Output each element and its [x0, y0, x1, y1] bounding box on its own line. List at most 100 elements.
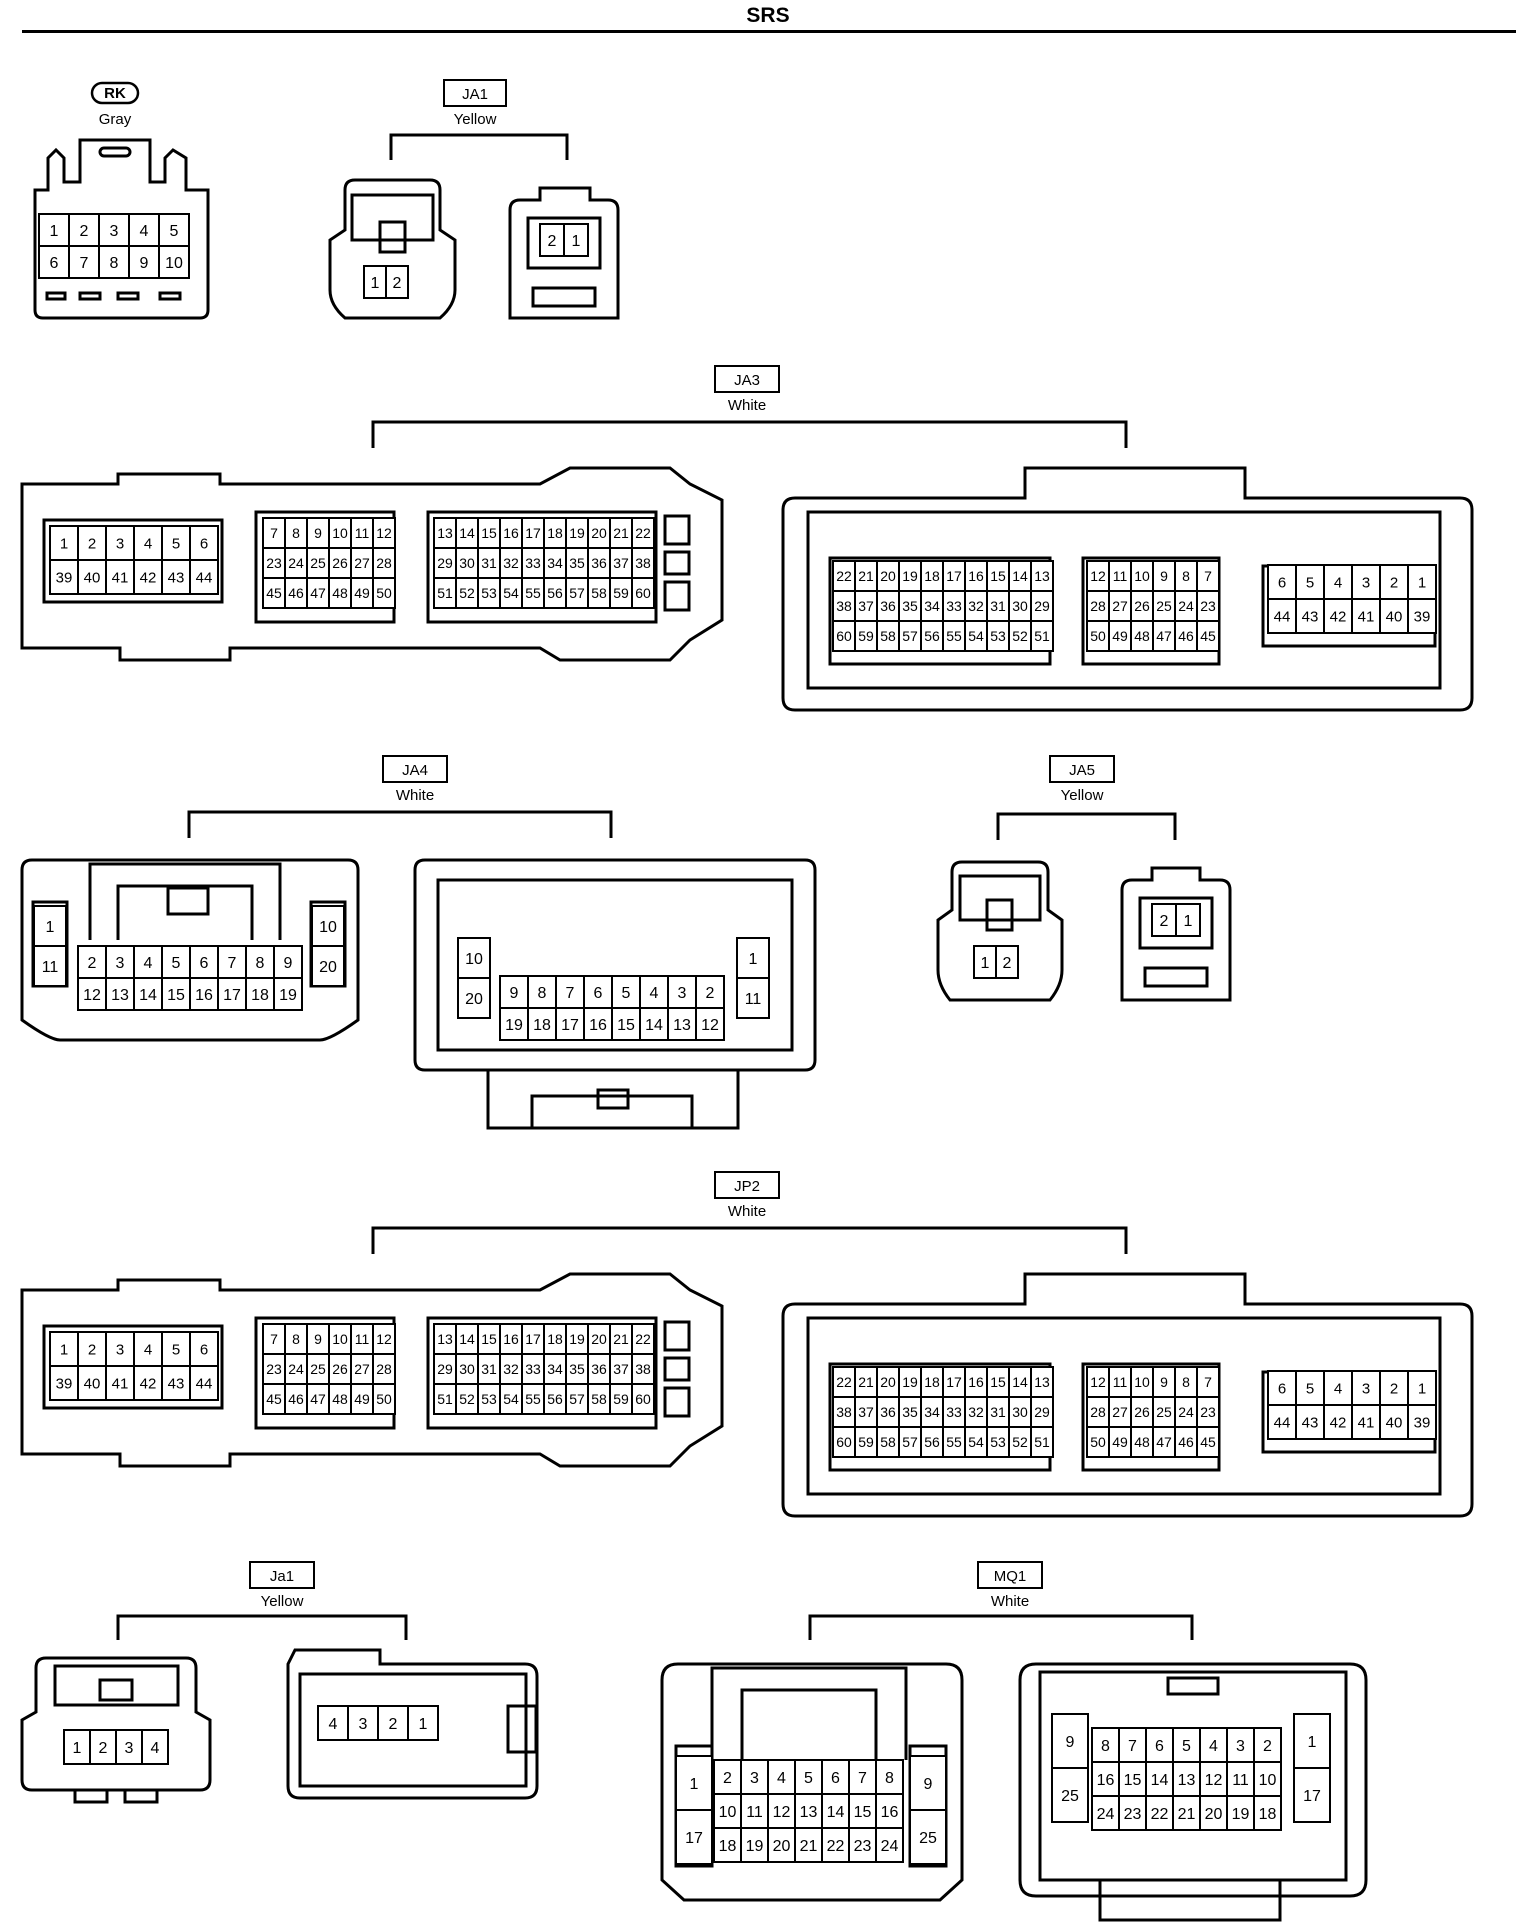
pin-cell: [457, 977, 491, 1019]
pin-number: 20: [591, 1331, 607, 1347]
ja1-code-box: [443, 79, 507, 107]
pin-number: 3: [116, 955, 125, 972]
pin-number: 17: [1303, 1788, 1321, 1805]
pin-number: 30: [459, 555, 475, 571]
pin-number: 28: [376, 1361, 392, 1377]
pin-number: 23: [266, 555, 282, 571]
pin-cell: [105, 559, 135, 595]
pin-cell: [311, 945, 345, 987]
pin-number: 22: [827, 1838, 845, 1855]
pin-number: 39: [1414, 608, 1431, 625]
pin-cell: [161, 1365, 191, 1401]
pin-number: 9: [1160, 568, 1168, 584]
pin-number: 36: [880, 598, 896, 614]
pin-cell: [128, 245, 160, 279]
pin-number: 18: [924, 568, 940, 584]
pin-number: 8: [292, 1331, 300, 1347]
pin-number: 2: [548, 233, 557, 250]
pin-number: 42: [1330, 1414, 1347, 1431]
pin-number: 58: [591, 585, 607, 601]
pin-cell: [631, 577, 655, 609]
jp2-code: JP2: [734, 1178, 760, 1195]
pin-number: 13: [437, 525, 453, 541]
pin-number: 6: [1155, 1738, 1164, 1755]
pin-cell: [407, 1705, 439, 1741]
pin-number: 60: [635, 1391, 651, 1407]
pin-number: 8: [292, 525, 300, 541]
pin-number: 49: [354, 1391, 370, 1407]
pin-number: 9: [314, 525, 322, 541]
pin-number: 12: [376, 1331, 392, 1347]
pin-grid-ja4-right-r: 111: [736, 937, 770, 1019]
pin-number: 47: [310, 1391, 326, 1407]
pin-number: 18: [547, 1331, 563, 1347]
pin-number: 17: [946, 568, 962, 584]
pin-cell: [1172, 1795, 1201, 1831]
pin-cell: [1295, 1370, 1325, 1406]
pin-number: 1: [749, 951, 758, 968]
pin-number: 17: [525, 525, 541, 541]
pin-number: 54: [503, 1391, 519, 1407]
pin-number: 26: [332, 1361, 348, 1377]
pin-number: 8: [1182, 568, 1190, 584]
pin-number: 8: [110, 255, 119, 272]
pin-number: 2: [389, 1716, 398, 1733]
pin-cell: [667, 975, 697, 1009]
pin-number: 52: [1012, 628, 1028, 644]
pin-number: 16: [503, 1331, 519, 1347]
pin-number: 1: [572, 233, 581, 250]
pin-number: 16: [968, 568, 984, 584]
pin-number: 17: [561, 1017, 579, 1034]
pin-cell: [377, 1705, 409, 1741]
pin-cell: [385, 265, 409, 299]
pin-number: 33: [946, 1404, 962, 1420]
pin-number: 6: [1278, 1380, 1286, 1397]
pin-number: 11: [746, 1804, 763, 1821]
pin-number: 6: [1278, 574, 1286, 591]
pin-number: 3: [110, 223, 119, 240]
pin-number: 5: [622, 985, 631, 1002]
pin-cell: [1293, 1767, 1331, 1823]
pin-number: 2: [88, 1341, 96, 1358]
pin-number: 24: [881, 1838, 899, 1855]
pin-number: 27: [354, 555, 370, 571]
pin-number: 34: [547, 1361, 563, 1377]
pin-number: 7: [566, 985, 575, 1002]
pin-number: 4: [144, 955, 153, 972]
pin-number: 57: [902, 628, 918, 644]
pin-number: 33: [525, 1361, 541, 1377]
pin-number: 43: [168, 1375, 185, 1392]
pin-number: 8: [1182, 1374, 1190, 1390]
pin-number: 20: [591, 525, 607, 541]
ja1-color: Yellow: [454, 111, 497, 128]
pin-number: 6: [200, 955, 209, 972]
pin-number: 43: [168, 569, 185, 586]
pin-number: 48: [332, 585, 348, 601]
pin-cell: [527, 975, 557, 1009]
pin-number: 13: [111, 987, 129, 1004]
pin-number: 39: [56, 1375, 73, 1392]
pin-cell: [189, 977, 219, 1011]
pin-number: 14: [139, 987, 157, 1004]
pin-number: 50: [376, 585, 392, 601]
pin-number: 33: [525, 555, 541, 571]
ja4-code: JA4: [402, 762, 428, 779]
pin-number: 1: [50, 223, 59, 240]
pin-cell: [794, 1827, 823, 1863]
pin-number: 26: [1134, 598, 1150, 614]
pin-number: 5: [172, 535, 180, 552]
pin-number: 18: [533, 1017, 551, 1034]
pin-number: 12: [773, 1804, 791, 1821]
pin-number: 50: [1090, 628, 1106, 644]
ja5-color: Yellow: [1061, 787, 1104, 804]
pin-number: 3: [116, 535, 124, 552]
jp2-code-box: [714, 1171, 780, 1199]
pin-number: 19: [569, 1331, 585, 1347]
pin-number: 26: [1134, 1404, 1150, 1420]
pin-number: 24: [288, 1361, 304, 1377]
